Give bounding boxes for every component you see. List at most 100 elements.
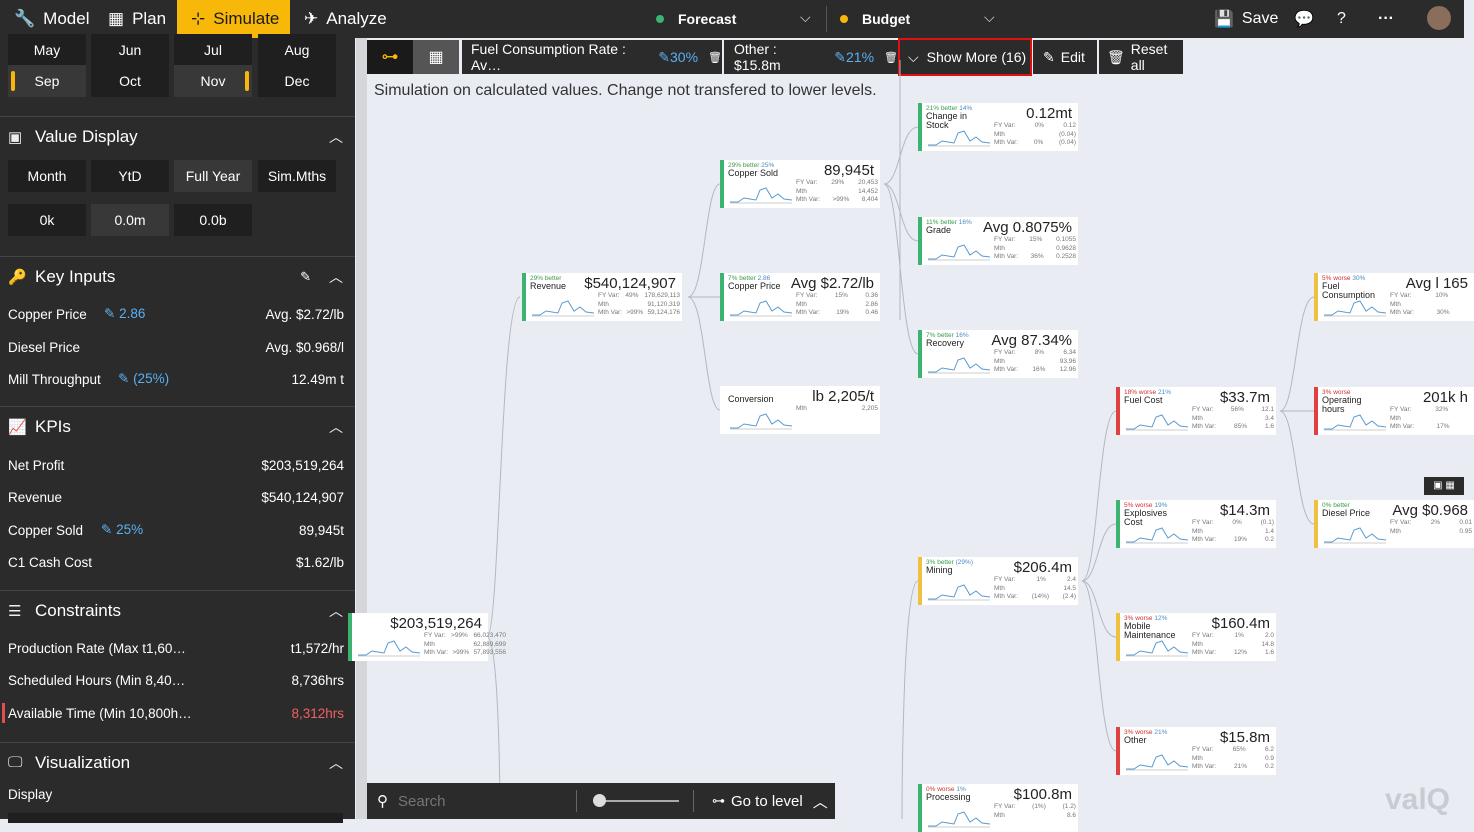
budget-selector[interactable]: Budget bbox=[840, 0, 910, 38]
month-nov[interactable]: Nov bbox=[174, 65, 252, 97]
go-to-level-button[interactable]: Go to level bbox=[731, 792, 803, 810]
month-jul[interactable]: Jul bbox=[174, 34, 252, 66]
constraint-row[interactable]: Available Time (Min 10,800h…8,312hrs bbox=[0, 698, 355, 728]
node-value: $203,519,264 bbox=[390, 615, 482, 632]
period-month[interactable]: Month bbox=[8, 160, 86, 192]
key-input-row[interactable]: Mill Throughput✎ (25%)12.49m t bbox=[8, 371, 344, 387]
period-ytd[interactable]: YtD bbox=[91, 160, 169, 192]
chevron-up-icon[interactable]: ︿ bbox=[329, 128, 343, 145]
unit-b[interactable]: 0.0b bbox=[174, 204, 252, 236]
chevron-down-icon[interactable]: ⌵ bbox=[984, 9, 995, 25]
chevron-up-icon[interactable]: ︿ bbox=[329, 418, 343, 435]
node-options-button[interactable]: ▣ ▦ bbox=[1424, 477, 1464, 495]
wrench-icon: 🔧 bbox=[14, 9, 36, 28]
violation-marker bbox=[2, 703, 5, 723]
save-icon: 💾 bbox=[1214, 11, 1234, 28]
node-sparkline bbox=[1126, 414, 1189, 431]
node-status: 11% better 16% bbox=[926, 219, 972, 226]
show-more-button[interactable]: ⌵Show More (16) bbox=[898, 38, 1032, 76]
constraint-row[interactable]: Production Rate (Max t1,60…t1,572/hr bbox=[8, 640, 344, 656]
chevron-up-icon[interactable]: ︿ bbox=[812, 793, 828, 811]
node-status: 7% better 16% bbox=[926, 332, 969, 339]
chevron-down-icon[interactable]: ⌵ bbox=[800, 9, 811, 25]
nav-plan[interactable]: ▦Plan bbox=[108, 9, 167, 28]
comment-icon[interactable]: 💬 bbox=[1294, 11, 1314, 28]
node-value: 89,945t bbox=[823, 162, 874, 179]
tree-view-button[interactable]: ⊶ bbox=[367, 40, 413, 74]
period-sim-mths[interactable]: Sim.Mths bbox=[258, 160, 336, 192]
reset-all-button[interactable]: 🗑Reset all bbox=[1099, 40, 1183, 74]
constraint-row[interactable]: Scheduled Hours (Min 8,40…8,736hrs bbox=[8, 672, 344, 688]
unit-k[interactable]: 0k bbox=[8, 204, 86, 236]
table-view-button[interactable]: ▦ bbox=[413, 40, 459, 74]
zoom-slider[interactable] bbox=[593, 794, 679, 807]
chevron-up-icon[interactable]: ︿ bbox=[329, 602, 343, 619]
nav-analyze[interactable]: ✈Analyze bbox=[304, 9, 387, 28]
unit-m[interactable]: 0.0m bbox=[91, 204, 169, 236]
node-sparkline bbox=[730, 413, 793, 430]
month-jun[interactable]: Jun bbox=[91, 34, 169, 66]
other-chip[interactable]: Other : $15.8m✎21%🗑 bbox=[724, 40, 898, 74]
nav-model[interactable]: 🔧Model bbox=[14, 9, 90, 28]
month-dec[interactable]: Dec bbox=[258, 65, 336, 97]
kpi-row[interactable]: Revenue$540,124,907 bbox=[8, 489, 344, 505]
node-sparkline bbox=[928, 130, 991, 147]
month-oct[interactable]: Oct bbox=[91, 65, 169, 97]
month-sep[interactable]: Sep bbox=[8, 65, 86, 97]
chevron-up-icon[interactable]: ︿ bbox=[329, 268, 343, 285]
nav-simulate[interactable]: ⊹Simulate bbox=[177, 0, 290, 38]
node-status: 0% worse 1% bbox=[926, 786, 966, 793]
sidebar-scrollbar[interactable] bbox=[356, 38, 367, 819]
chevron-up-icon[interactable]: ︿ bbox=[329, 754, 343, 771]
value-display-header[interactable]: ▣Value Display︿ bbox=[0, 116, 355, 156]
kpi-row[interactable]: C1 Cash Cost$1.62/lb bbox=[8, 554, 344, 570]
month-aug[interactable]: Aug bbox=[258, 34, 336, 66]
period-full-year[interactable]: Full Year bbox=[174, 160, 252, 192]
kpi-row[interactable]: Copper Sold✎ 25%89,945t bbox=[8, 522, 344, 538]
display-dropdown[interactable] bbox=[8, 813, 343, 823]
kpi-row[interactable]: Net Profit$203,519,264 bbox=[8, 457, 344, 473]
edit-icon[interactable]: ✎ bbox=[300, 268, 311, 284]
forecast-selector[interactable]: Forecast bbox=[656, 0, 736, 38]
node-value: $33.7m bbox=[1219, 389, 1270, 406]
zoom-slider-handle[interactable] bbox=[593, 794, 606, 807]
month-may[interactable]: May bbox=[8, 34, 86, 66]
edit-button[interactable]: ✎Edit bbox=[1033, 40, 1097, 74]
visualization-header[interactable]: 🖵Visualization︿ bbox=[0, 742, 355, 782]
node-status: 18% worse 21% bbox=[1124, 389, 1171, 396]
help-icon[interactable]: ? bbox=[1337, 10, 1346, 27]
avatar[interactable] bbox=[1427, 6, 1451, 30]
trash-icon[interactable]: 🗑 bbox=[708, 51, 722, 64]
node-status: 3% better (29%) bbox=[926, 559, 973, 566]
constraints-header[interactable]: ☰Constraints︿ bbox=[0, 590, 355, 630]
save-button[interactable]: 💾Save bbox=[1214, 10, 1279, 28]
tree-icon: ⊶ bbox=[381, 47, 399, 66]
key-inputs-header[interactable]: 🔑Key Inputs✎︿ bbox=[0, 256, 355, 296]
more-icon[interactable]: ··· bbox=[1378, 10, 1394, 27]
search-input[interactable] bbox=[398, 792, 568, 810]
fuel-consumption-chip[interactable]: Fuel Consumption Rate : Av…✎30%🗑 bbox=[462, 40, 722, 74]
kpis-header[interactable]: 📈KPIs︿ bbox=[0, 406, 355, 446]
trash-icon[interactable]: 🗑 bbox=[884, 51, 898, 64]
